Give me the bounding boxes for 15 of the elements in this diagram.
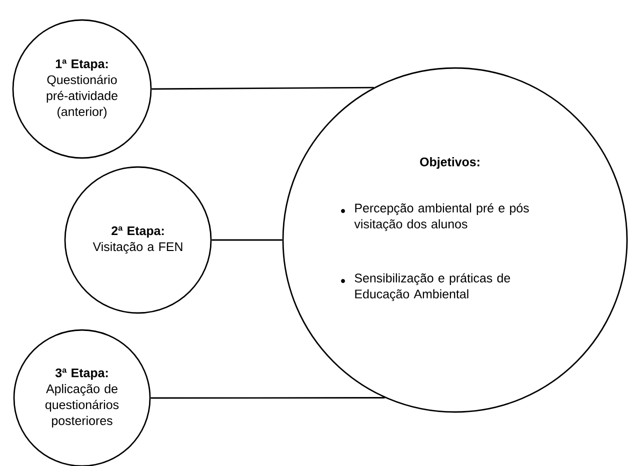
stage-circle: [12, 19, 152, 159]
stage-heading: 3ª Etapa:: [55, 368, 108, 380]
objective-circle: [282, 67, 628, 413]
connector-line: [150, 397, 385, 399]
stage-text: Questionário pré-atividade (anterior): [46, 74, 118, 118]
stage-text: Aplicação de questionários posteriores: [45, 384, 119, 428]
stage-heading: 2ª Etapa:: [112, 226, 164, 238]
stage-text: Visitação a FEN: [92, 242, 182, 254]
connector-line: [152, 86, 374, 90]
stage-heading: 1ª Etapa:: [56, 59, 108, 71]
objective-heading: Objetivos:: [420, 157, 480, 169]
connector-line: [212, 239, 282, 241]
stage-circle: [64, 166, 212, 314]
objective-text: Percepção ambiental pré e pós visitação dos alunos: [354, 203, 529, 231]
objective-text: Sensibilização e práticas de Educação Ambiental: [354, 273, 510, 301]
